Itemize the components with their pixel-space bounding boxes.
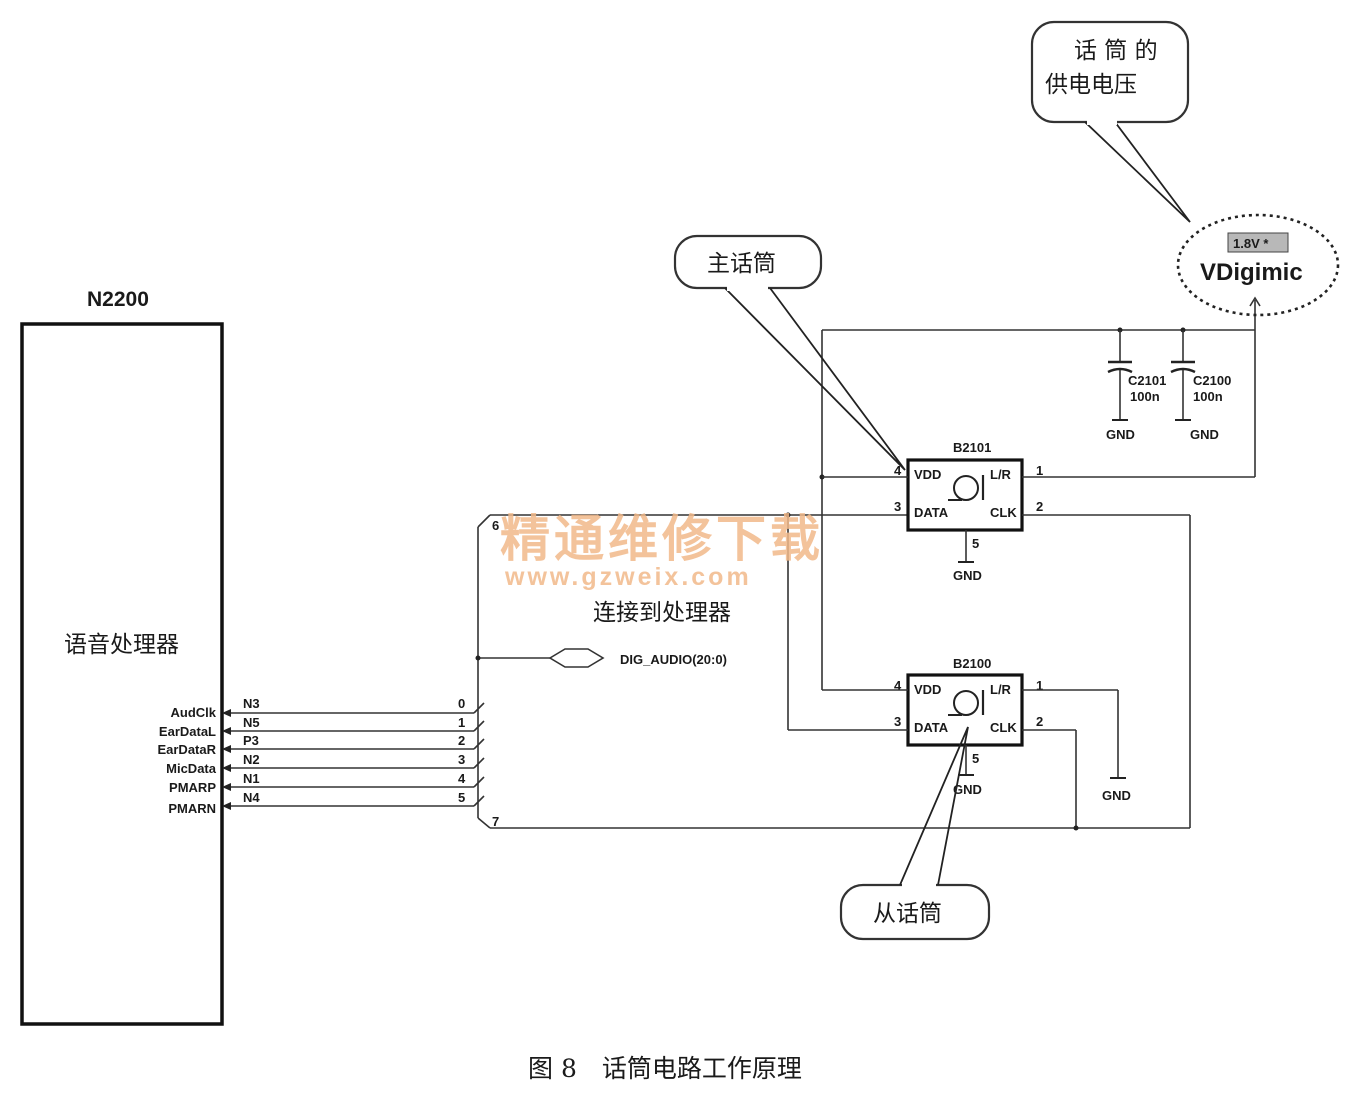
net-label: N1 — [243, 771, 260, 786]
capacitor-c2101: C2101 100n GND — [1106, 330, 1166, 442]
watermark-title: 精通维修下载 — [500, 510, 824, 568]
pin-clk: CLK — [990, 505, 1017, 520]
bus-index: 4 — [458, 771, 466, 786]
callout-slave-mic: 从话筒 — [839, 726, 991, 941]
callout-main-mic: 主话筒 — [673, 234, 906, 471]
mic-refdes: B2101 — [953, 440, 991, 455]
capacitor-refdes: C2100 — [1193, 373, 1231, 388]
microphone-icon — [953, 690, 979, 716]
watermark: 精通维修下载 www.gzweix.com — [500, 510, 824, 591]
bus-index-top: 6 — [492, 518, 499, 533]
signal-lines: N3 N5 P3 N2 N1 N4 0 1 2 3 4 5 — [222, 696, 474, 810]
pin-number: 3 — [894, 714, 901, 729]
supply-net-name: VDigimic — [1200, 259, 1303, 286]
gnd-label: GND — [1102, 788, 1131, 803]
bus-connector-icon — [548, 648, 605, 668]
supply-highlight — [1176, 213, 1340, 317]
microphone-icon — [953, 475, 979, 501]
pin-number: 4 — [894, 463, 902, 478]
callout-text: 供电电压 — [1045, 72, 1137, 98]
signal-label: EarDataL — [159, 724, 216, 739]
capacitor-refdes: C2101 — [1128, 373, 1166, 388]
signal-label: PMARN — [168, 801, 216, 816]
pin-number: 1 — [1036, 463, 1043, 478]
capacitor-value: 100n — [1193, 389, 1223, 404]
pin-data: DATA — [914, 505, 949, 520]
gnd-label: GND — [1190, 427, 1219, 442]
signal-label: MicData — [166, 761, 217, 776]
bus-caption: 连接到处理器 — [593, 600, 731, 626]
figure-caption: 图 8 话筒电路工作原理 — [528, 1054, 802, 1083]
signal-label: PMARP — [169, 780, 216, 795]
net-label: N4 — [243, 790, 260, 805]
supply-label: 1.8V * VDigimic — [1176, 213, 1340, 317]
bus-index: 5 — [458, 790, 465, 805]
callout-text: 主话筒 — [707, 251, 776, 277]
signal-label: AudClk — [171, 705, 217, 720]
processor-pin-labels: AudClk EarDataL EarDataR MicData PMARP P… — [157, 705, 216, 816]
callout-text: 话 筒 的 — [1074, 38, 1158, 64]
net-label: N3 — [243, 696, 260, 711]
capacitor-value: 100n — [1130, 389, 1160, 404]
voltage-value: 1.8V * — [1233, 236, 1269, 251]
processor-refdes: N2200 — [87, 288, 149, 311]
bus-index: 0 — [458, 696, 465, 711]
bus-index: 1 — [458, 715, 465, 730]
pin-vdd: VDD — [914, 682, 941, 697]
pin-number: 4 — [894, 678, 902, 693]
signal-label: EarDataR — [157, 742, 216, 757]
pin-number: 1 — [1036, 678, 1043, 693]
callout-supply: 话 筒 的 供电电压 — [1030, 20, 1191, 223]
net-label: N5 — [243, 715, 260, 730]
mic-body — [906, 458, 1024, 532]
net-label: N2 — [243, 752, 260, 767]
supply-rail: C2101 100n GND C2100 100n GND — [819, 296, 1261, 690]
pin-number: 2 — [1036, 499, 1043, 514]
pin-clk: CLK — [990, 720, 1017, 735]
callout-text: 从话筒 — [873, 901, 942, 927]
pin-number: 5 — [972, 751, 979, 766]
processor-outline — [20, 322, 224, 1026]
pin-vdd: VDD — [914, 467, 941, 482]
mic-refdes: B2100 — [953, 656, 991, 671]
capacitor-c2100: C2100 100n GND — [1170, 330, 1231, 442]
gnd-label: GND — [953, 568, 982, 583]
gnd-label: GND — [953, 782, 982, 797]
processor-label: 语音处理器 — [64, 632, 179, 658]
pin-number: 2 — [1036, 714, 1043, 729]
pin-lr: L/R — [990, 467, 1012, 482]
voltage-badge — [1227, 232, 1289, 253]
pin-number: 5 — [972, 536, 979, 551]
pin-data: DATA — [914, 720, 949, 735]
processor-block: N2200 语音处理器 AudClk EarDataL EarDataR Mic… — [20, 288, 224, 1026]
gnd-label: GND — [1106, 427, 1135, 442]
dig-audio-bus: 6 7 DIG_AUDIO(20:0) 连接到处理器 — [473, 514, 1190, 829]
watermark-url: www.gzweix.com — [504, 563, 752, 591]
pin-number: 3 — [894, 499, 901, 514]
bus-index: 3 — [458, 752, 465, 767]
pin-lr: L/R — [990, 682, 1012, 697]
bus-index: 2 — [458, 733, 465, 748]
bus-connector-label: DIG_AUDIO(20:0) — [620, 652, 727, 667]
main-mic-b2101: B2101 VDD L/R DATA CLK 4 1 3 2 5 GND — [822, 440, 1255, 828]
bus-index-bottom: 7 — [492, 814, 499, 829]
net-label: P3 — [243, 733, 259, 748]
